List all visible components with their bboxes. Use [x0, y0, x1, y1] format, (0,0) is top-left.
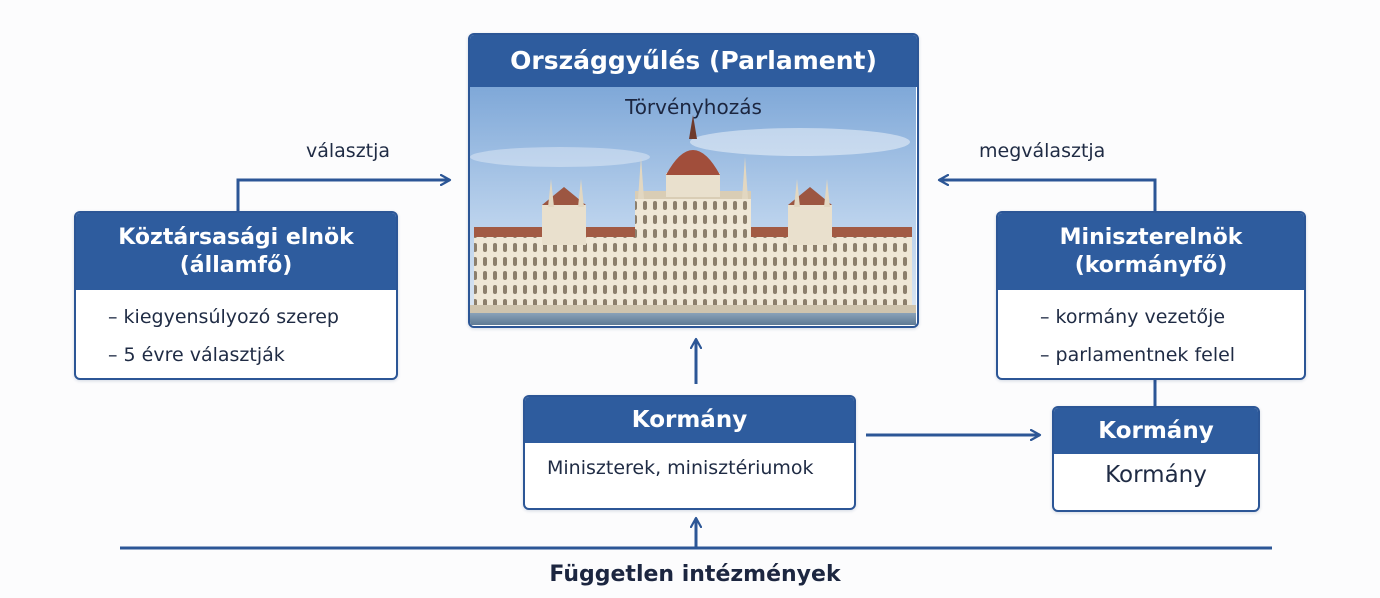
parliament-box: Országgyűlés (Parlament) [468, 33, 919, 328]
government-box: Kormány Miniszterek, minisztériumok [523, 395, 856, 510]
president-box: Köztársasági elnök (államfő) – kiegyensú… [74, 211, 398, 380]
edge-label-valasztja: választja [306, 140, 391, 162]
government-title: Kormány [525, 397, 854, 443]
government-right-title: Kormány [1054, 408, 1258, 454]
prime-minister-item: – kormány vezetője [1040, 306, 1226, 328]
arrow-parliament-to-pm [939, 180, 1157, 211]
president-title-role: (államfő) [179, 252, 293, 278]
hungarian-parliament-building-photo [470, 87, 916, 325]
president-item: – kiegyensúlyozó szerep [108, 306, 339, 328]
government-right-box: Kormány Kormány [1052, 406, 1260, 512]
prime-minister-title: Miniszterelnök [1059, 225, 1243, 250]
prime-minister-details: – kormány vezetője – parlamentnek felel [998, 290, 1304, 374]
prime-minister-box: Miniszterelnök (kormányfő) – kormány vez… [996, 211, 1306, 380]
prime-minister-item: – parlamentnek felel [1040, 344, 1236, 366]
prime-minister-header: Miniszterelnök (kormányfő) [998, 213, 1304, 290]
president-details: – kiegyensúlyozó szerep – 5 évre választ… [76, 290, 396, 374]
edge-label-megvalasztja: megválasztja [979, 140, 1106, 162]
president-title: Köztársasági elnök [118, 225, 354, 250]
prime-minister-title-role: (kormányfő) [1074, 252, 1228, 278]
independent-institutions-label: Független intézmények [549, 562, 841, 587]
government-right-body: Kormány [1105, 462, 1207, 488]
president-item: – 5 évre választják [108, 344, 285, 366]
parliament-title: Országgyűlés (Parlament) [470, 35, 917, 87]
president-header: Köztársasági elnök (államfő) [76, 213, 396, 290]
parliament-subtitle: Törvényhozás [625, 95, 762, 119]
government-body: Miniszterek, minisztériumok [547, 457, 814, 479]
arrow-president-to-parliament [236, 180, 450, 211]
